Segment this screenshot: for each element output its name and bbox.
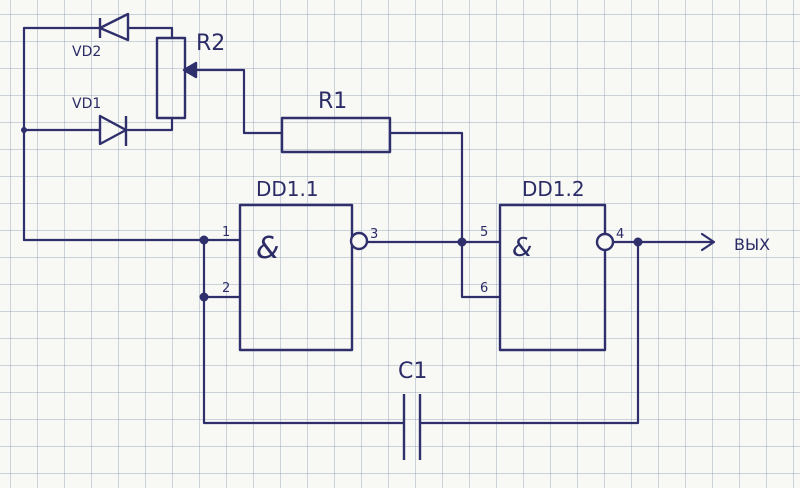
wire-c1-left (202, 295, 406, 425)
gate-dd1-2 (498, 203, 615, 352)
gate-dd1-1-symbol: & (256, 231, 279, 266)
junction-left-top (21, 127, 27, 133)
wire-c1-right (418, 240, 640, 425)
wire-pin6 (460, 240, 502, 299)
pin-1-label: 1 (222, 225, 230, 240)
pin-4-label: 4 (616, 227, 624, 242)
resistor-r1 (280, 116, 392, 154)
wire-vd1-right (126, 116, 174, 132)
label-dd1-2: DD1.2 (522, 177, 585, 201)
pin-6-label: 6 (480, 281, 488, 296)
potentiometer-r2 (155, 36, 198, 120)
pin-2-label: 2 (222, 281, 230, 296)
label-dd1-1: DD1.1 (256, 177, 319, 201)
junction-output (633, 237, 643, 247)
label-vd2: VD2 (72, 44, 101, 60)
label-vd1: VD1 (72, 96, 101, 112)
wire-wiper (194, 68, 284, 135)
junction-pin1 (199, 235, 209, 245)
gate-dd1-1 (238, 203, 369, 352)
pin-5-label: 5 (480, 225, 488, 240)
junction-pin5 (457, 237, 467, 247)
label-output: ВЫХ (734, 235, 770, 254)
gate-dd1-2-symbol: & (512, 233, 532, 263)
diode-vd1 (98, 114, 128, 146)
wire-vd2-right (126, 26, 174, 40)
capacitor-c1 (402, 394, 422, 460)
wire-r1-right (388, 131, 464, 244)
label-r2: R2 (196, 31, 225, 56)
label-c1: C1 (398, 359, 427, 384)
diode-vd2 (98, 12, 130, 42)
label-r1: R1 (318, 89, 347, 114)
junction-pin2 (199, 292, 209, 302)
output-arrow (700, 232, 716, 252)
pin-3-label: 3 (370, 227, 378, 242)
